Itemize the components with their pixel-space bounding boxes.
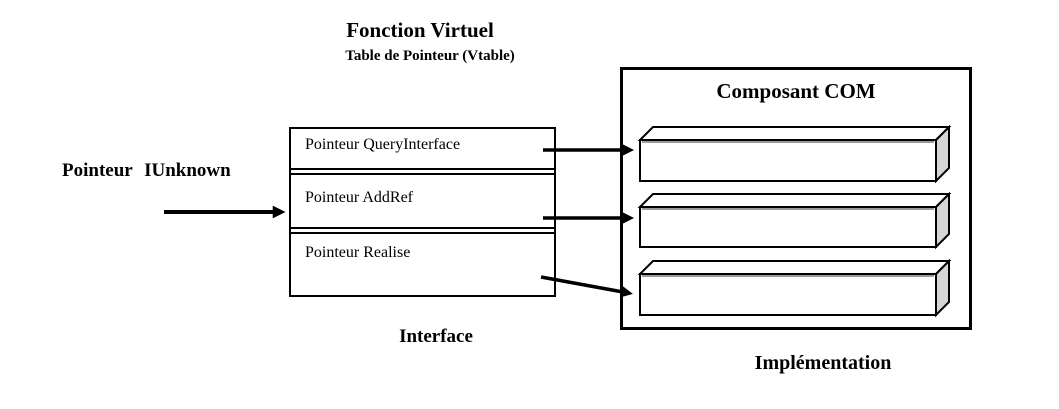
- composant-com-box: Composant COM: [620, 67, 972, 330]
- vtable-row-separator: [291, 227, 554, 234]
- vtable-row-addref: Pointeur AddRef: [305, 189, 413, 206]
- vtable-row-queryinterface: Pointeur QueryInterface: [305, 136, 461, 153]
- diagram-title: Fonction Virtuel: [346, 18, 494, 42]
- vtable-row-realise: Pointeur Realise: [305, 244, 411, 261]
- diagram-subtitle: Table de Pointeur (Vtable): [345, 48, 515, 64]
- implementation-caption: Implémentation: [754, 352, 892, 374]
- composant-com-title: Composant COM: [716, 79, 876, 103]
- vtable-row-separator: [291, 168, 554, 175]
- interface-caption: Interface: [399, 326, 473, 347]
- vtable-box: Pointeur QueryInterface Pointeur AddRef …: [289, 127, 556, 297]
- pointer-iunknown-label: Pointeur IUnknown: [62, 160, 231, 181]
